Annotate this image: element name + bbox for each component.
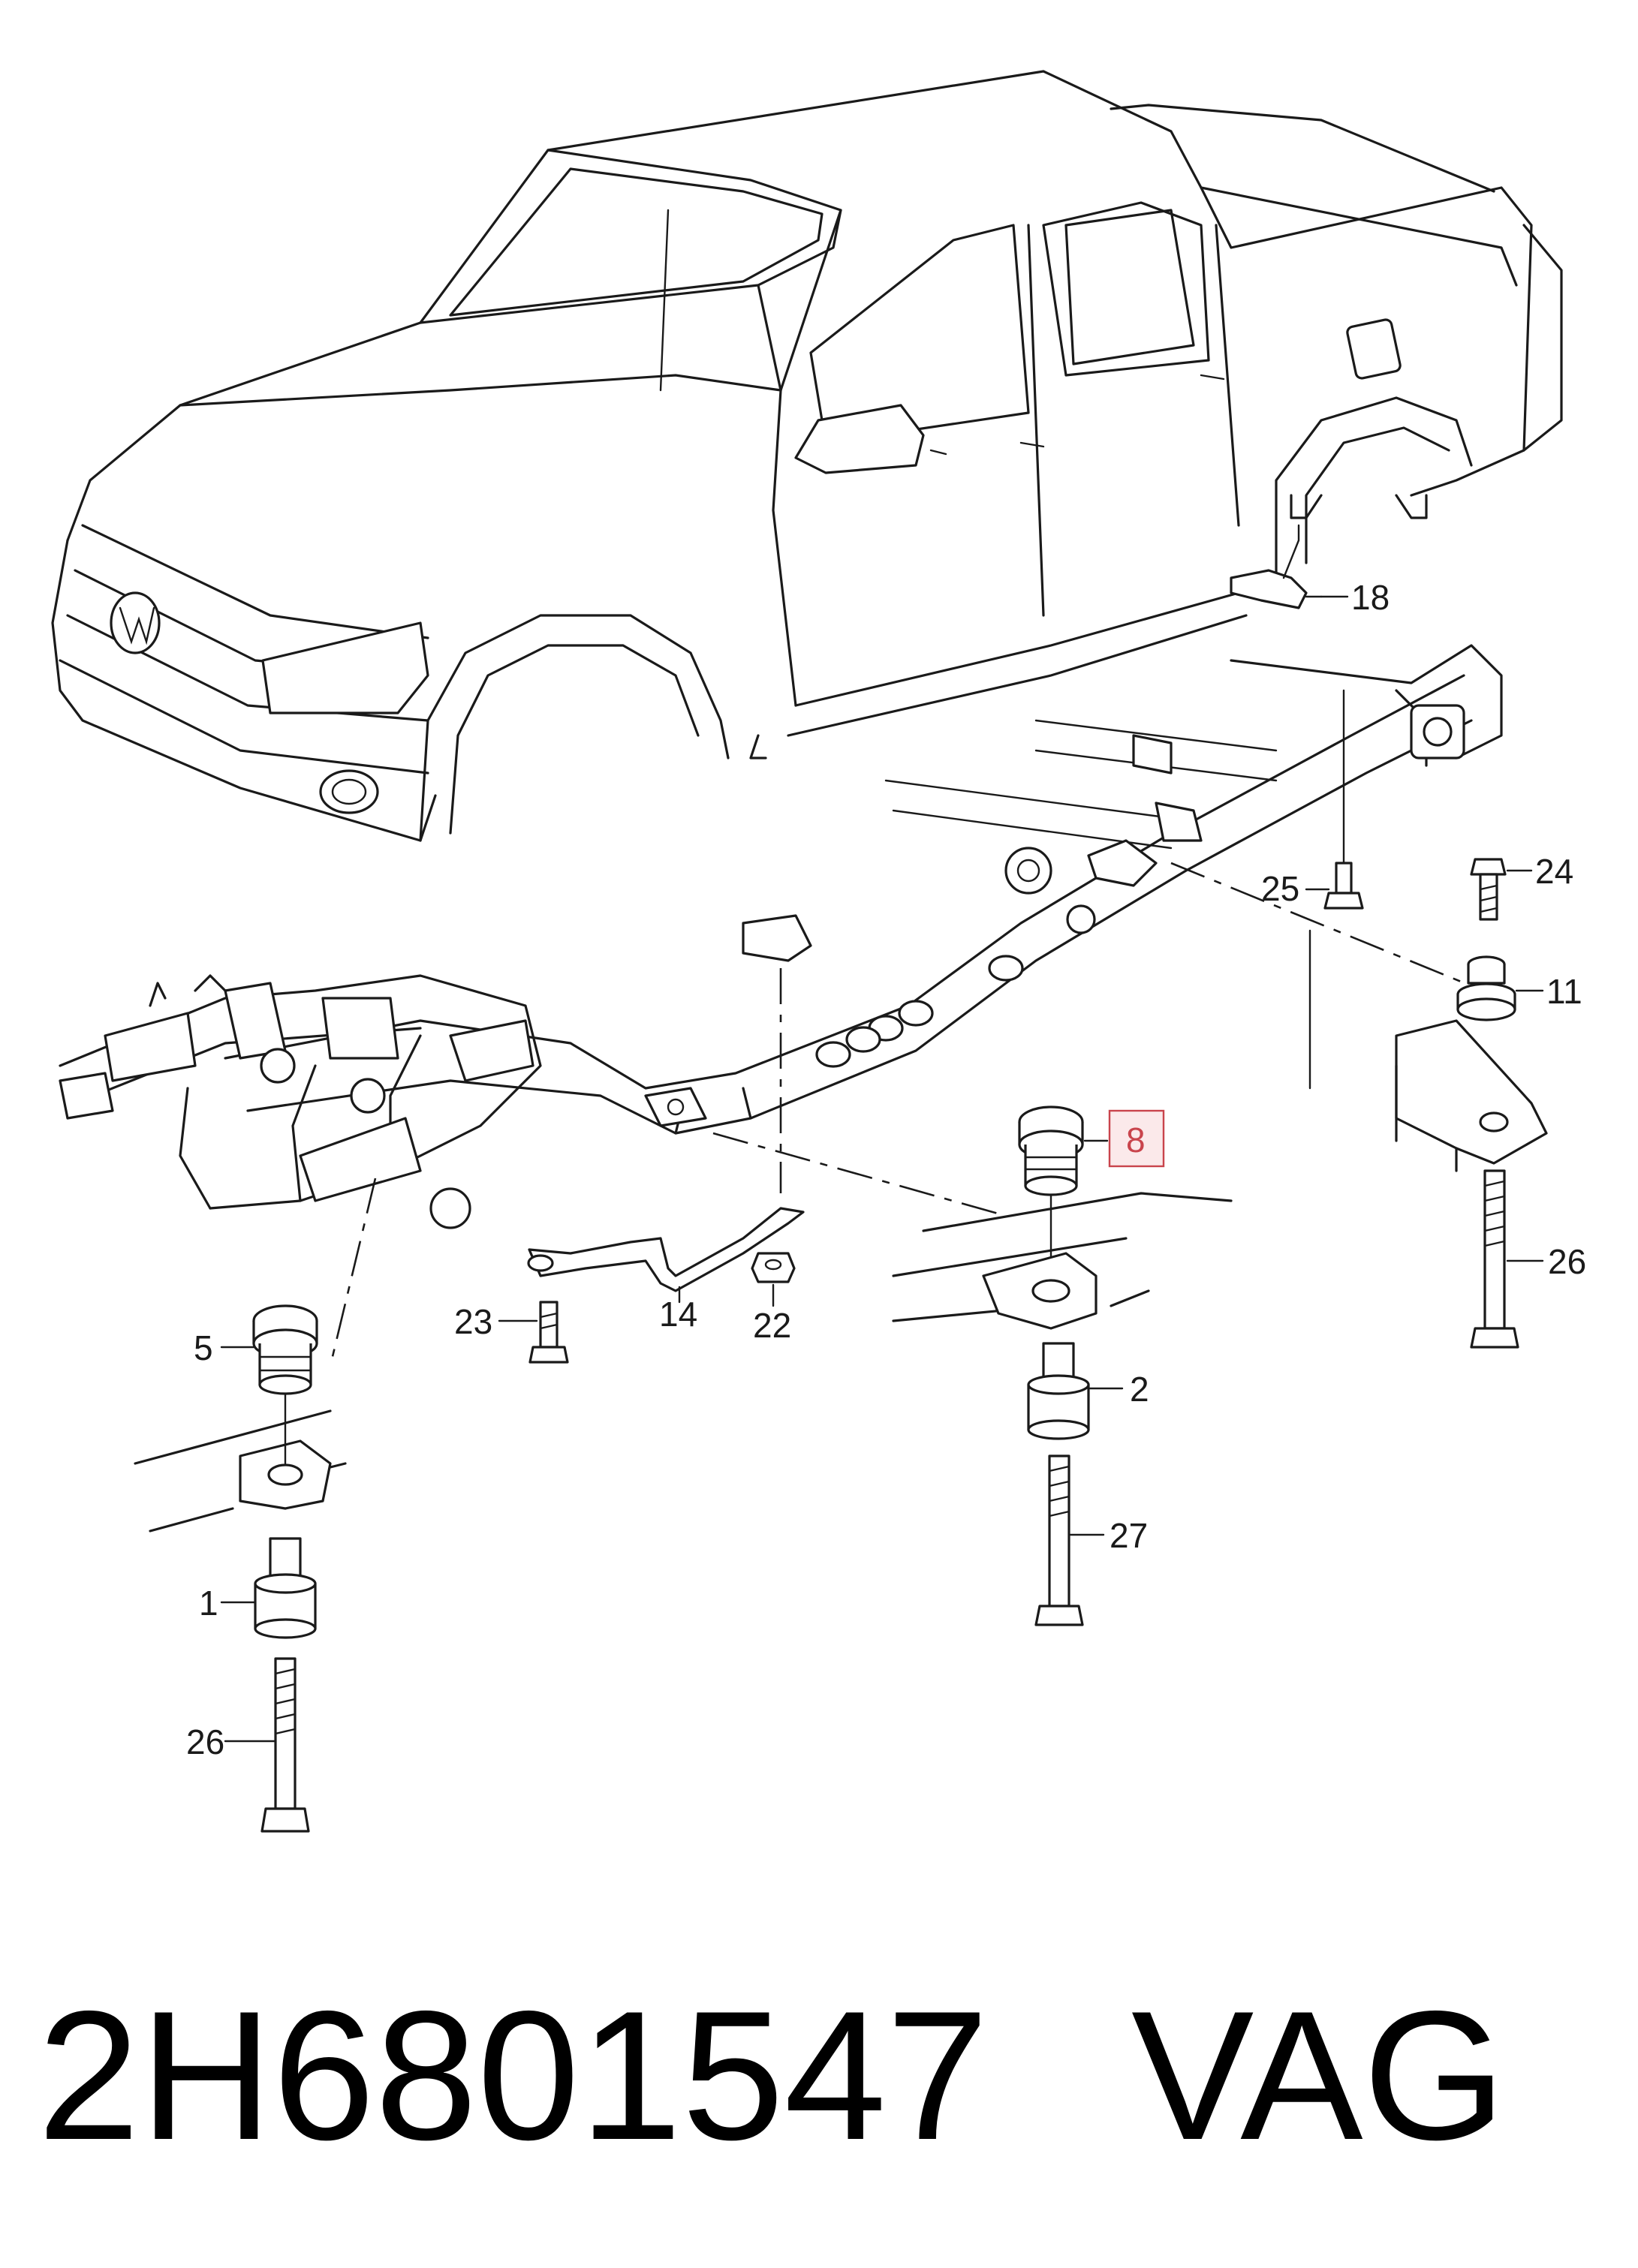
callout-5[interactable]: 5: [194, 1328, 213, 1367]
assembly-guide-lines: [329, 689, 1502, 1367]
callout-highlight-box: [1108, 1109, 1165, 1168]
callout-25[interactable]: 25: [1261, 869, 1299, 908]
bushing-11: [1456, 955, 1516, 1021]
callout-26-left[interactable]: 26: [186, 1722, 224, 1761]
callout-2[interactable]: 2: [1130, 1370, 1149, 1409]
ground-strap-14: [527, 1207, 805, 1292]
callout-23[interactable]: 23: [454, 1302, 492, 1341]
callout-18[interactable]: 18: [1351, 578, 1390, 617]
bolt-26-right: [1470, 1169, 1519, 1349]
bolt-26-left: [260, 1657, 310, 1833]
hardware-parts: [252, 524, 1519, 1833]
bushing-8: [1018, 1105, 1084, 1196]
callout-labels: 18 25 24 11 8 26 23 14 22 5 2 27 1 26: [186, 578, 1586, 1761]
sleeve-1: [254, 1537, 317, 1639]
callout-27[interactable]: 27: [1110, 1516, 1148, 1555]
bushing-5: [252, 1304, 318, 1465]
sensor-bracket: [1230, 569, 1308, 609]
callout-14[interactable]: 14: [659, 1295, 697, 1334]
part-caption: 2H6801547 VAG: [38, 1955, 1614, 2195]
bolt-27: [1034, 1454, 1084, 1626]
bolt-23: [528, 1301, 569, 1364]
mount-plates: [134, 1019, 1548, 1533]
sleeve-2: [1027, 1342, 1090, 1440]
callout-1[interactable]: 1: [199, 1584, 218, 1623]
part-number: 2H6801547: [38, 1972, 989, 2178]
brand-name: VAG: [1131, 1972, 1507, 2178]
callout-8[interactable]: 8: [1126, 1120, 1146, 1160]
truck-body-illustration: [51, 70, 1563, 842]
callout-26-right[interactable]: 26: [1548, 1242, 1586, 1281]
bolt-25: [1323, 862, 1364, 910]
callout-leaders: [220, 595, 1544, 1743]
nut-22: [751, 1252, 796, 1283]
callout-24[interactable]: 24: [1535, 852, 1573, 891]
chassis-frame-illustration: [59, 644, 1503, 1229]
bolt-24: [1470, 858, 1507, 921]
callout-11[interactable]: 11: [1546, 972, 1582, 1011]
callout-22[interactable]: 22: [753, 1306, 791, 1345]
